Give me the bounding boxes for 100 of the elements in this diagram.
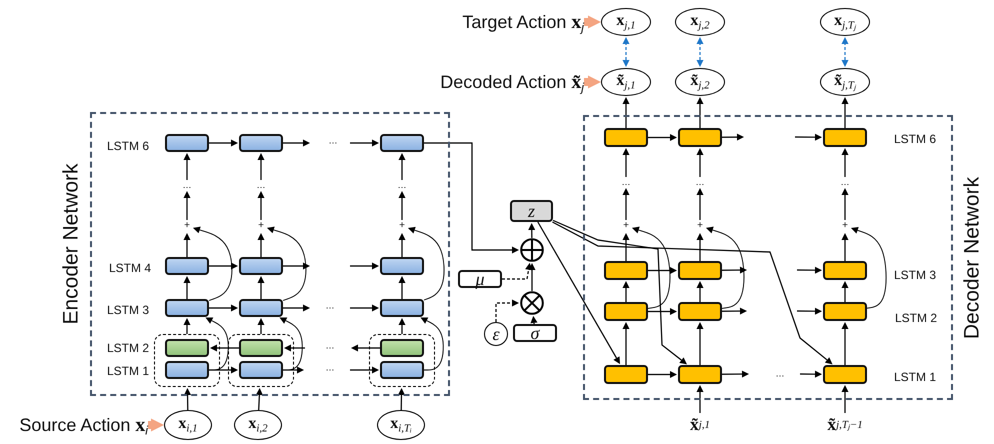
arrow bbox=[622, 281, 630, 302]
arrow bbox=[530, 316, 538, 324]
arrow bbox=[800, 370, 822, 378]
arrow bbox=[184, 276, 190, 299]
arrow bbox=[537, 222, 620, 364]
math-symbol: z bbox=[528, 202, 535, 220]
arrow bbox=[258, 318, 264, 334]
arrow bbox=[722, 266, 747, 274]
action-ellipse bbox=[234, 410, 282, 440]
action-ellipse bbox=[675, 8, 725, 36]
arrow bbox=[350, 140, 379, 146]
lstm-cell bbox=[678, 365, 722, 384]
cell-group-outline bbox=[154, 334, 220, 387]
lstm-cell bbox=[239, 361, 283, 379]
arrow bbox=[398, 233, 406, 257]
math-label: x̃$_{j,1}$ bbox=[616, 72, 636, 92]
arrow bbox=[258, 191, 264, 220]
arrow bbox=[696, 322, 704, 365]
arrow bbox=[648, 267, 677, 274]
curved-arrow bbox=[850, 226, 887, 309]
arrow bbox=[842, 385, 848, 413]
lstm-cell bbox=[165, 257, 209, 275]
action-label: Target Action x$_{j}$ bbox=[418, 8, 584, 36]
arrow bbox=[528, 263, 536, 291]
arrow bbox=[648, 308, 677, 315]
math-label: x̃$_{j,2}$ bbox=[690, 72, 710, 92]
arrow bbox=[622, 322, 630, 365]
arrow bbox=[424, 142, 519, 254]
layer-label: LSTM 1 bbox=[107, 365, 149, 377]
arrow bbox=[842, 148, 848, 177]
lstm-cell bbox=[604, 365, 648, 384]
math-label: x̃$_{j,Tⱼ}$ bbox=[834, 72, 856, 92]
dashed-arrow bbox=[495, 300, 519, 322]
action-ellipse bbox=[820, 68, 870, 96]
arrow bbox=[350, 304, 379, 312]
action-ellipse bbox=[601, 68, 651, 96]
lstm-cell bbox=[604, 128, 648, 147]
lstm-cell bbox=[165, 361, 209, 379]
ellipsis-mark: … bbox=[618, 177, 634, 187]
arrow bbox=[622, 188, 630, 220]
lstm-cell bbox=[380, 257, 424, 275]
curved-arrow bbox=[266, 226, 306, 301]
action-ellipse bbox=[820, 8, 870, 36]
curved-arrow bbox=[279, 317, 303, 370]
arrow bbox=[722, 134, 744, 141]
action-ellipse bbox=[675, 68, 725, 96]
layer-label: LSTM 6 bbox=[107, 140, 149, 152]
layer-label: LSTM 2 bbox=[107, 342, 149, 354]
arrow bbox=[184, 233, 190, 257]
lstm-cell bbox=[380, 134, 424, 152]
ellipsis-mark: … bbox=[326, 302, 334, 310]
arrow bbox=[842, 233, 848, 261]
arrow bbox=[258, 276, 264, 299]
action-label: Source Action x$_{i}$ bbox=[0, 411, 148, 439]
arrow bbox=[722, 308, 747, 315]
ellipsis-mark: … bbox=[326, 364, 334, 372]
dashed-arrow bbox=[842, 37, 848, 67]
lstm-cell bbox=[823, 261, 867, 280]
arrow bbox=[351, 344, 380, 352]
action-ellipse bbox=[164, 410, 212, 440]
cell-group-outline bbox=[369, 334, 435, 387]
arrow bbox=[209, 140, 238, 146]
arrow bbox=[552, 221, 832, 364]
lstm-cell bbox=[239, 299, 283, 317]
arrow bbox=[797, 266, 822, 274]
arrow bbox=[184, 388, 192, 410]
ellipsis-mark: … bbox=[328, 136, 338, 146]
curved-arrow bbox=[632, 226, 670, 309]
arrow bbox=[795, 134, 822, 141]
math-label: x$_{i,2}$ bbox=[248, 416, 268, 434]
arrow bbox=[842, 322, 848, 365]
math-label: x$_{j,2}$ bbox=[690, 12, 710, 32]
ellipsis-mark: … bbox=[179, 180, 195, 190]
ellipsis-mark: … bbox=[837, 177, 853, 187]
plus-sign: + bbox=[695, 220, 705, 232]
arrow bbox=[696, 281, 704, 302]
curved-arrow bbox=[205, 317, 229, 370]
arrow bbox=[622, 148, 630, 177]
ellipsis-mark: … bbox=[394, 180, 410, 190]
lstm-cell bbox=[165, 339, 209, 357]
plus-sign: + bbox=[397, 220, 407, 232]
panel-title: Decoder Network bbox=[962, 176, 982, 340]
arrow bbox=[210, 344, 239, 352]
lstm-cell bbox=[239, 134, 283, 152]
cell-group-outline bbox=[228, 334, 294, 387]
lstm-cell bbox=[604, 302, 648, 321]
math-label: x$_{j,1}$ bbox=[616, 12, 636, 32]
arrow bbox=[842, 188, 848, 220]
ellipsis-mark: … bbox=[253, 180, 269, 190]
action-label: Decoded Action x̃$_{j}$ bbox=[396, 68, 584, 96]
math-label: x$_{i,Tᵢ}$ bbox=[390, 416, 412, 434]
arrow bbox=[398, 191, 406, 220]
sum-operator bbox=[520, 238, 544, 262]
arrow bbox=[622, 97, 630, 128]
lstm-cell bbox=[823, 128, 867, 147]
arrow bbox=[696, 97, 704, 128]
arrow bbox=[552, 220, 687, 364]
product-operator bbox=[520, 291, 544, 315]
arrow bbox=[350, 366, 379, 374]
lstm-cell bbox=[239, 257, 283, 275]
